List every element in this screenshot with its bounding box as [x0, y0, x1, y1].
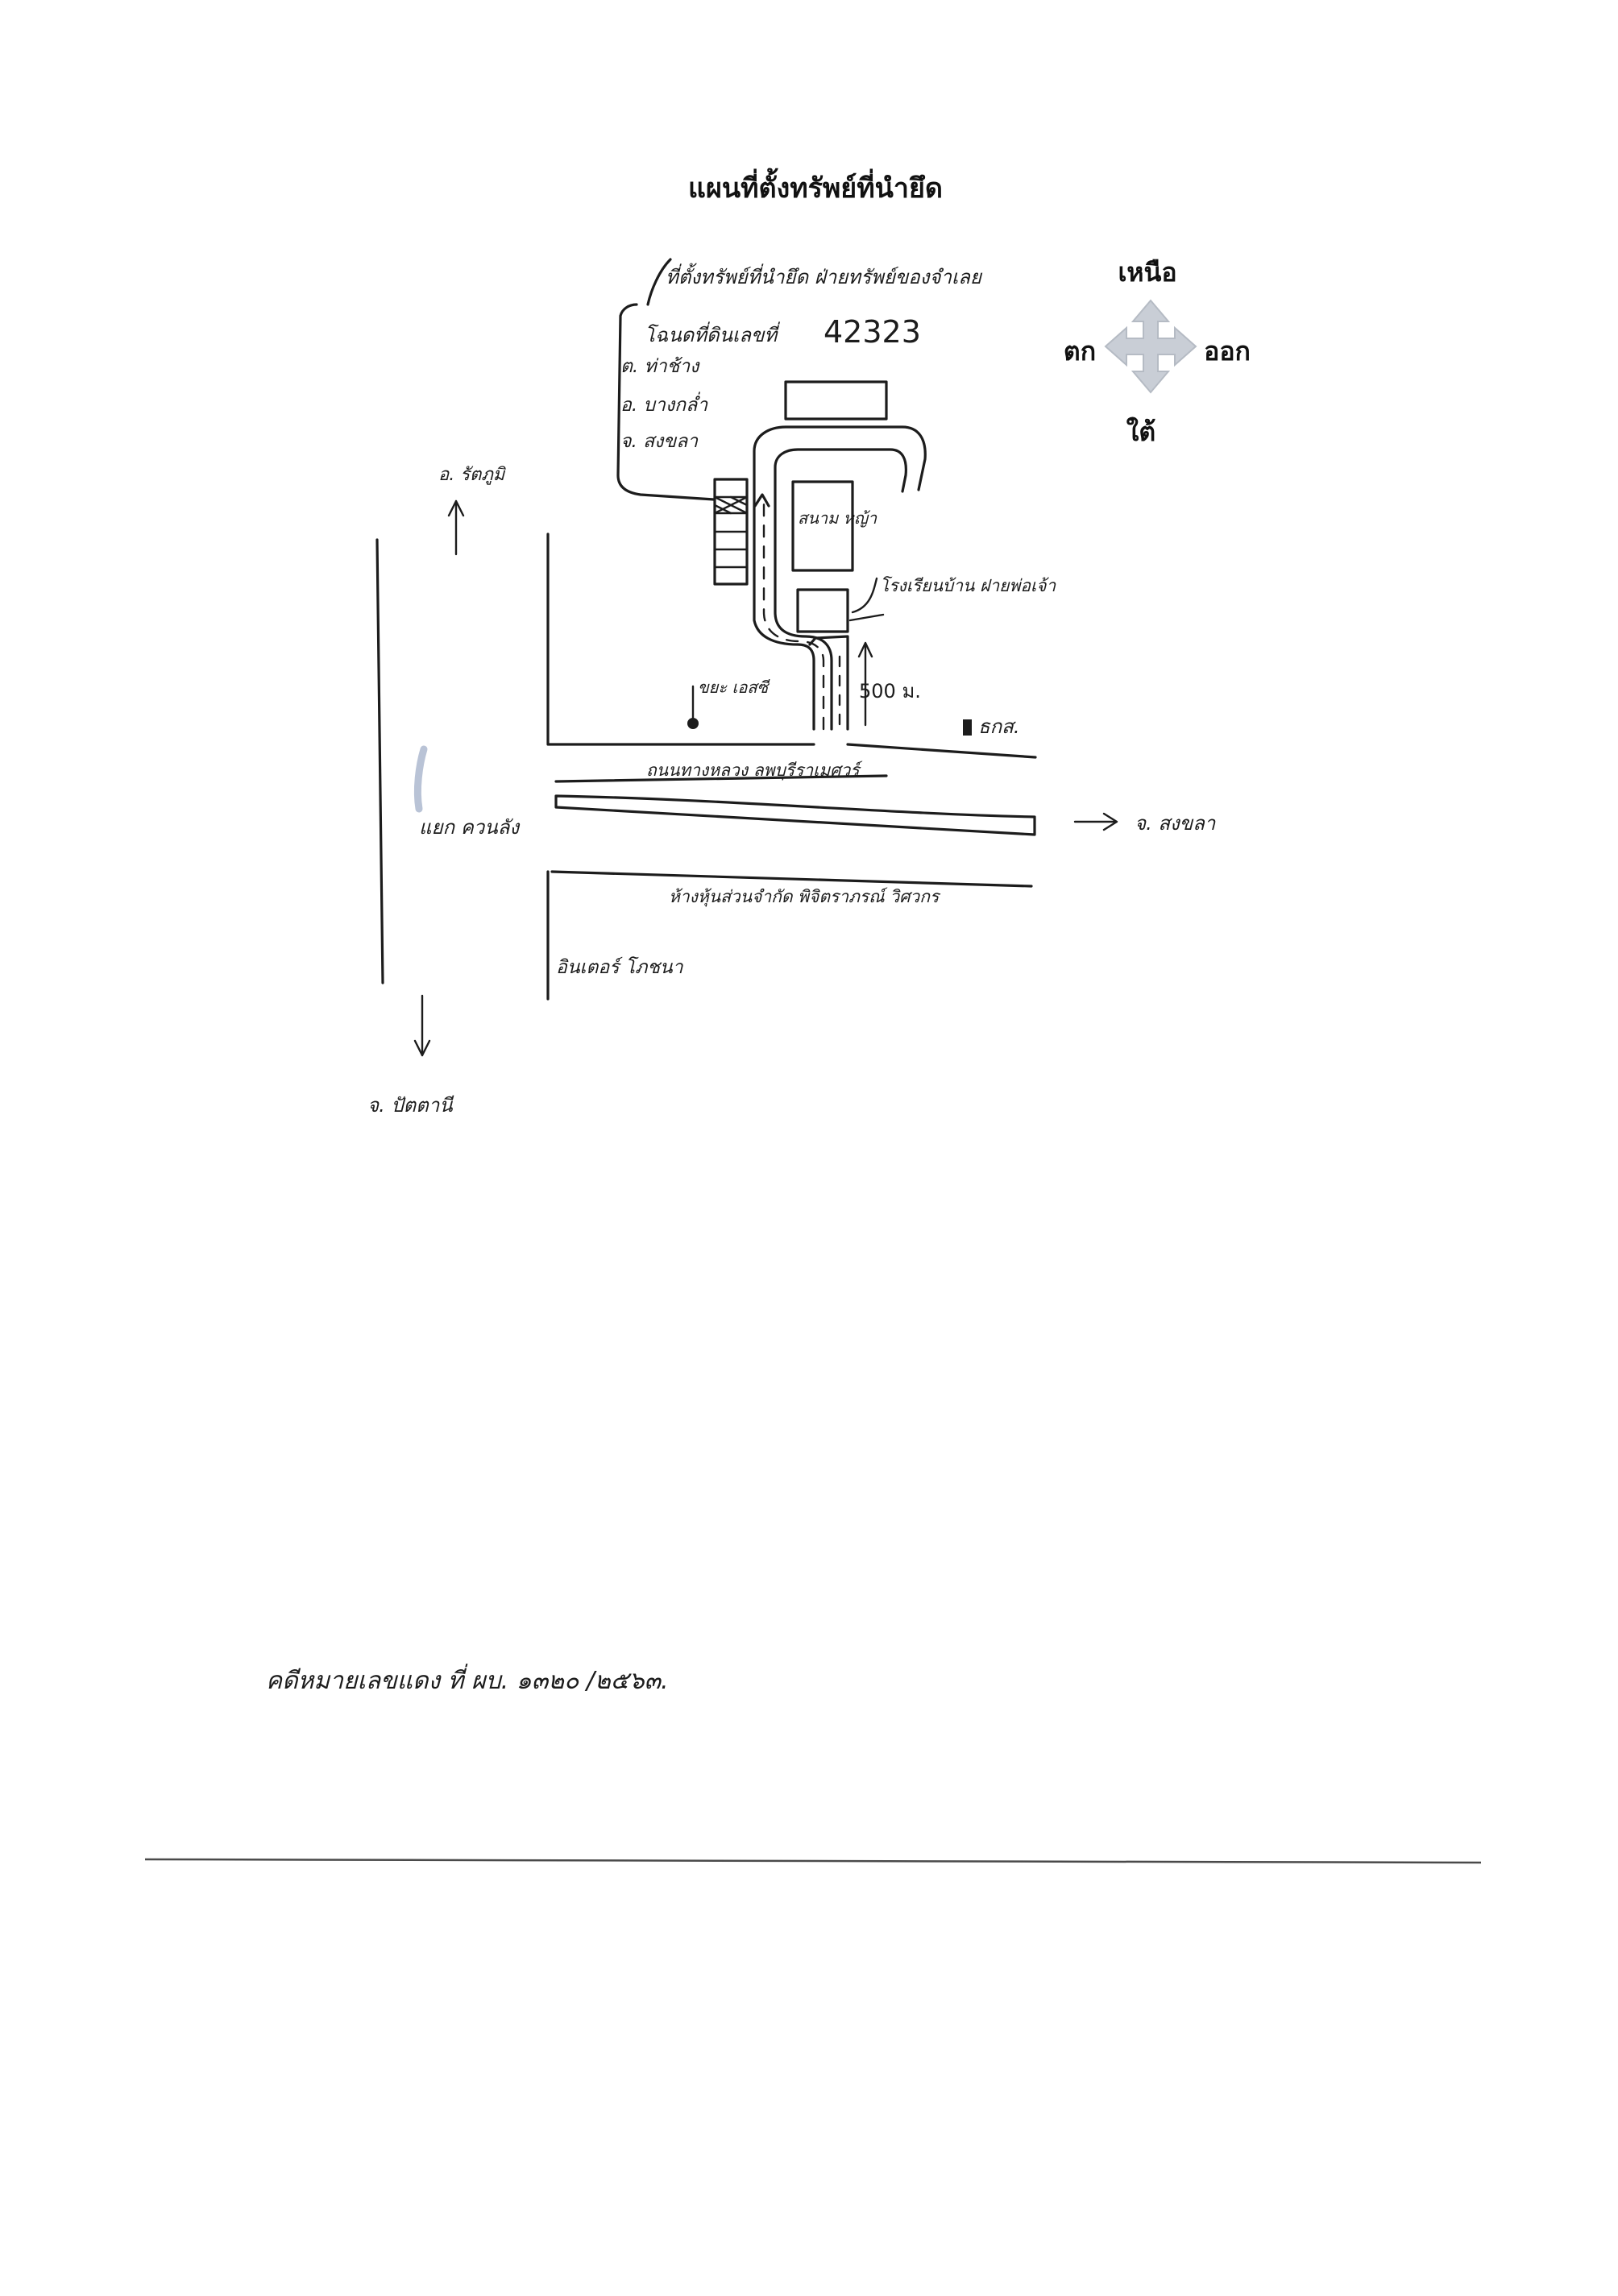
compass-north-label: เหนือ — [1118, 257, 1176, 288]
compass-east-label: ออก — [1204, 336, 1251, 367]
bank-label: ธกส. — [978, 715, 1019, 738]
subdistrict-label: ต. ท่าช้าง — [620, 356, 700, 377]
junction-smudge — [413, 745, 428, 813]
compass: เหนือ ตก ออก ใต้ — [1064, 257, 1251, 447]
property-heading: ที่ตั้งทรัพย์ที่นำยึด ฝ่ายทรัพย์ของจำเลย — [666, 263, 983, 288]
province-label: จ. สงขลา — [620, 431, 699, 452]
south-destination: จ. ปัตตานี — [367, 1094, 454, 1117]
map-title: แผนที่ตั้งทรัพย์ที่นำยึด — [688, 168, 943, 205]
case-note: คดีหมายเลขแดง ที่ ผบ. ๑๓๒๐ /๒๕๖๓. — [266, 1664, 669, 1695]
distance-arrow-icon — [857, 641, 873, 727]
road-network — [375, 533, 1037, 1001]
school-lane — [808, 635, 849, 731]
store-label: ห้างหุ้นส่วนจำกัด พิจิตราภรณ์ วิศวกร — [669, 887, 941, 907]
east-destination: จ. สงขลา — [1135, 812, 1217, 835]
school-label: โรงเรียนบ้าน ฝายพ่อเจ้า — [880, 576, 1056, 595]
south-arrow-icon — [413, 994, 431, 1057]
compass-south-label: ใต้ — [1126, 417, 1155, 447]
bank-marker-icon — [963, 719, 972, 736]
east-arrow-icon — [1073, 812, 1118, 831]
field-building — [791, 480, 854, 572]
school-building — [796, 588, 849, 633]
property-plot-icon — [713, 478, 770, 586]
junction-label: แยก ควนลัง — [419, 816, 521, 839]
supplier-label: อินเตอร์ โภชนา — [556, 956, 684, 978]
compass-west-label: ตก — [1064, 336, 1096, 367]
distance-label: 500 ม. — [859, 680, 921, 702]
building-top — [784, 380, 888, 421]
district-label: อ. บางกล่ำ — [620, 392, 708, 416]
deed-label: โฉนดที่ดินเลขที่ — [645, 321, 780, 346]
highway-label: ถนนทางหลวง ลพบุรีราเมศวร์ — [646, 760, 863, 781]
access-lane — [753, 425, 927, 731]
deed-number: 42323 — [824, 314, 921, 350]
field-label: สนาม หญ้า — [798, 508, 877, 528]
toilet-marker-icon — [687, 718, 699, 729]
north-destination: อ. รัตภูมิ — [438, 465, 506, 485]
north-arrow-icon — [447, 499, 465, 556]
compass-arrows-icon — [1104, 299, 1197, 394]
toilet-label: ขยะ เอสซี — [698, 678, 770, 697]
property-description: ที่ตั้งทรัพย์ที่นำยึด ฝ่ายทรัพย์ของจำเลย… — [616, 258, 983, 501]
page-divider — [144, 1858, 1482, 1864]
